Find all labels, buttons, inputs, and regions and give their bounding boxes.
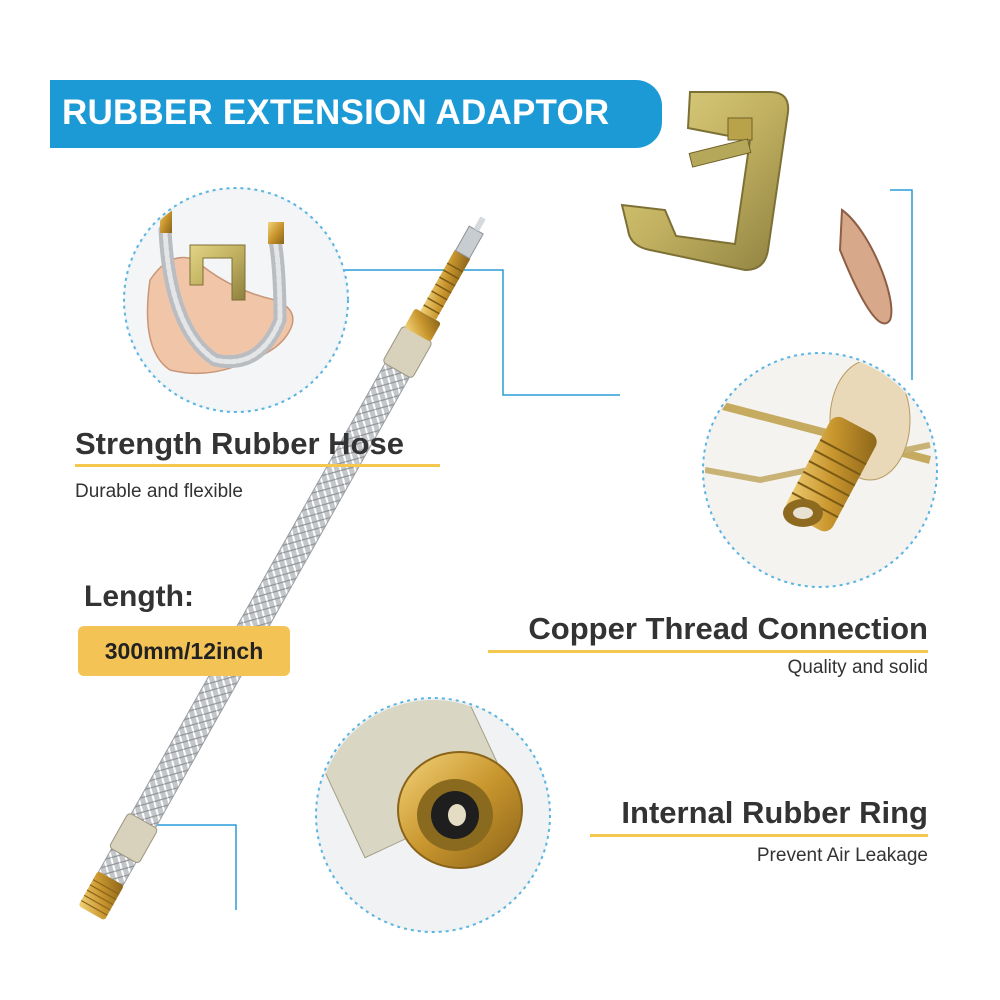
feature-thread-subtitle: Quality and solid — [787, 657, 928, 678]
feature-hose-subtitle: Durable and flexible — [75, 481, 243, 502]
feature-hose-underline — [75, 464, 440, 467]
feature-thread-title: Copper Thread Connection — [528, 611, 928, 646]
title-banner-text: RUBBER EXTENSION ADAPTOR — [62, 93, 610, 132]
connector-line-thread — [890, 189, 913, 380]
feature-hose-title: Strength Rubber Hose — [75, 426, 404, 461]
feature-ring-title: Internal Rubber Ring — [621, 795, 928, 830]
hose-in-hand-photo — [123, 187, 349, 413]
connector-line-ring — [150, 824, 237, 910]
mounting-clamp — [620, 91, 893, 325]
braided-hose-product-image — [79, 91, 893, 920]
length-badge — [78, 626, 290, 676]
connector-lines — [150, 189, 913, 910]
title-banner — [50, 80, 662, 148]
length-value: 300mm/12inch — [104, 638, 264, 664]
feature-ring-underline — [590, 834, 928, 837]
feature-thread-underline — [488, 650, 928, 653]
valve-thread-photo — [702, 352, 938, 588]
length-label: Length: — [84, 580, 194, 613]
connector-line-hose — [345, 269, 620, 396]
rubber-ring-photo — [315, 697, 551, 933]
feature-ring-subtitle: Prevent Air Leakage — [756, 845, 928, 866]
